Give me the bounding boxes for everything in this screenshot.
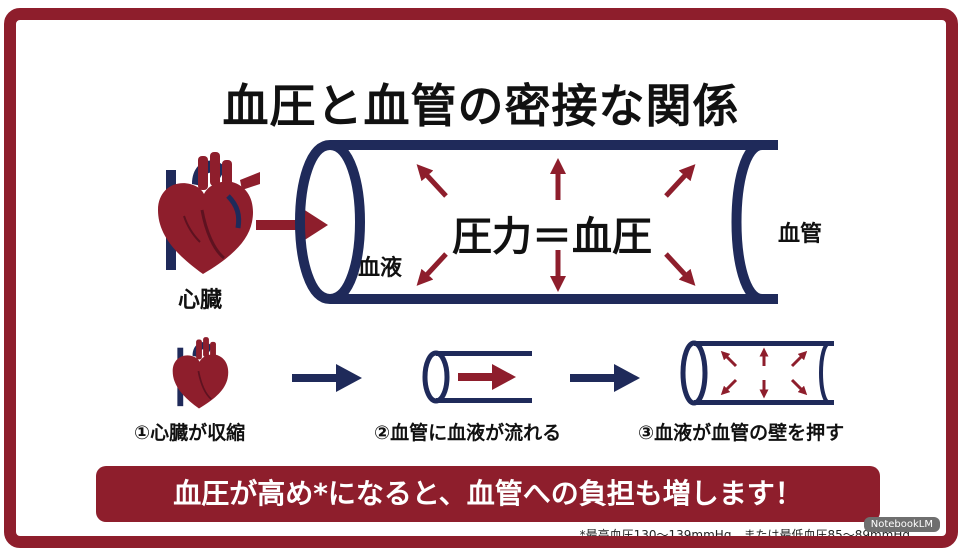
slide-frame: 血圧と血管の密接な関係 心臓 血管 血液 圧力＝血圧 xyxy=(4,8,958,548)
step-3-label: ③血液が血管の壁を押す xyxy=(638,422,845,444)
vessel-icon xyxy=(295,139,778,305)
arrow-right-icon xyxy=(292,364,362,392)
slide-title: 血圧と血管の密接な関係 xyxy=(222,79,740,133)
heart-icon xyxy=(158,152,260,274)
arrow-right-icon xyxy=(570,364,640,392)
heart-label: 心臓 xyxy=(178,288,223,313)
arrow-right-icon xyxy=(256,207,328,243)
warning-banner: 血圧が高め*になると、血管への負担も増します！ xyxy=(96,466,880,522)
footnote: *最高血圧130～139mmHg、または最低血圧85～89mmHg xyxy=(579,528,910,542)
step-2-label: ②血管に血液が流れる xyxy=(374,422,562,444)
pressure-arrow-icon xyxy=(416,157,696,293)
heart-icon xyxy=(172,337,229,409)
step-1-label: ①心臓が収縮 xyxy=(134,422,246,444)
brand-watermark: NotebookLM xyxy=(863,517,940,532)
vessel-label: 血管 xyxy=(778,222,823,247)
blood-label: 血液 xyxy=(358,256,403,281)
pressure-equation: 圧力＝血圧 xyxy=(452,214,652,260)
vessel-icon xyxy=(680,340,834,406)
vessel-icon xyxy=(422,350,532,404)
